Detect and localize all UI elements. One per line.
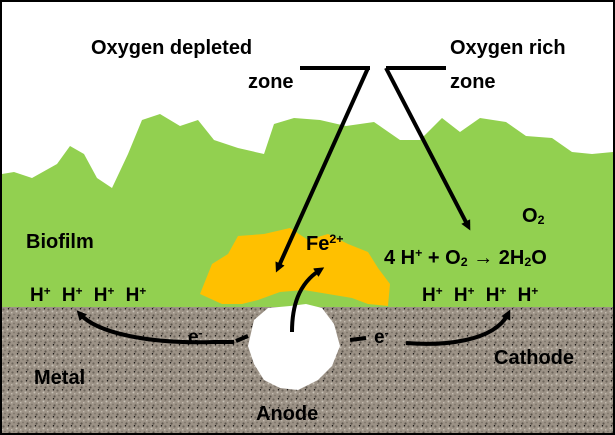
proton: H+ (30, 284, 51, 306)
protons-right: H+ H+ H+ H+ (422, 284, 539, 306)
oxygen-depleted-pointer (275, 66, 370, 273)
cathode-label: Cathode (494, 347, 574, 369)
electron-path-right (349, 336, 367, 342)
proton: H+ (517, 284, 539, 306)
proton: H+ (93, 284, 115, 306)
proton: H+ (422, 284, 443, 306)
oxygen-depleted-label-line2: zone (248, 71, 294, 93)
proton: H+ (453, 284, 475, 306)
proton: H+ (61, 284, 83, 306)
proton: H+ (125, 284, 147, 306)
fe-ion-label: Fe2+ (306, 232, 344, 255)
protons-left: H+ H+ H+ H+ (30, 284, 147, 306)
o2-label: O2 (522, 205, 545, 228)
biofilm-label: Biofilm (26, 231, 94, 253)
electron-path-left (76, 310, 234, 345)
corrosion-deposit (200, 228, 390, 306)
electron-label-left: e- (188, 326, 203, 348)
biofilm-layer (2, 114, 613, 307)
pit (248, 304, 340, 390)
oxygen-rich-pointer (384, 66, 471, 231)
cathodic-reaction-equation: 4 H+ + O2 → 2H2O (384, 246, 547, 270)
electron-label-right: e- (374, 326, 389, 348)
proton: H+ (485, 284, 507, 306)
oxygen-depleted-label-line1: Oxygen depleted (91, 37, 253, 59)
oxygen-rich-label-line2: zone (450, 71, 496, 93)
fe-release-arrow (290, 267, 325, 333)
oxygen-rich-label-line1: Oxygen rich (450, 37, 566, 59)
electron-path-left-stub (235, 334, 249, 343)
anode-label: Anode (256, 403, 319, 425)
metal-label: Metal (34, 367, 86, 389)
electron-path-right-curve (405, 309, 511, 346)
